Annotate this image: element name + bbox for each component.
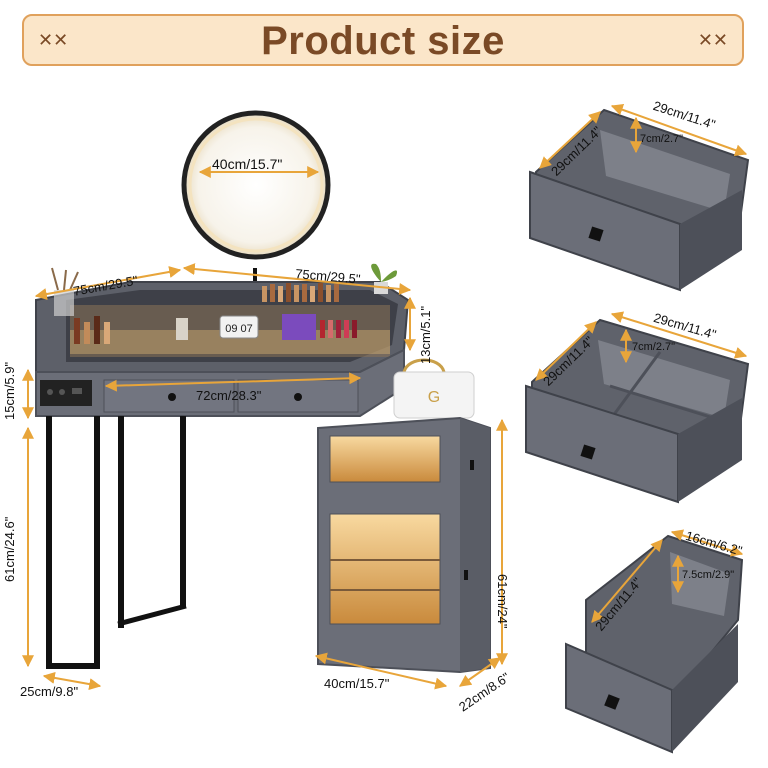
title-banner: ✕✕ Product size ✕✕ <box>22 14 744 66</box>
desk-legs <box>46 416 187 669</box>
drawer-1-height: 7cm/2.7" <box>640 133 684 145</box>
desk-top: 09 07 <box>35 263 410 373</box>
decoration-left-icon: ✕✕ <box>38 30 69 50</box>
dim-leg-height: 61cm/24.6" <box>2 516 17 582</box>
handbag: G <box>393 358 475 419</box>
dim-shelf-height: 13cm/5.1" <box>418 305 433 364</box>
page-title: Product size <box>261 19 505 63</box>
clock-display: 09 07 <box>225 323 253 335</box>
dimension-arrows <box>22 103 748 691</box>
dim-cabinet-height: 61cm/24" <box>495 574 510 629</box>
dim-cabinet-width: 40cm/15.7" <box>324 676 390 691</box>
drawer-3-height: 7.5cm/2.9" <box>682 569 735 581</box>
side-cabinet <box>317 416 491 674</box>
drawer-2-height: 7cm/2.7" <box>632 341 676 353</box>
dim-mirror-diameter: 40cm/15.7" <box>212 156 283 172</box>
dim-apron-height: 15cm/5.9" <box>2 361 17 420</box>
decoration-right-icon: ✕✕ <box>697 30 728 50</box>
led-mirror <box>181 110 331 292</box>
drawer-1 <box>529 108 750 292</box>
handbag-logo: G <box>428 389 440 406</box>
dim-drawer-width: 72cm/28.3" <box>196 388 262 403</box>
dim-leg-depth: 25cm/9.8" <box>20 684 79 699</box>
